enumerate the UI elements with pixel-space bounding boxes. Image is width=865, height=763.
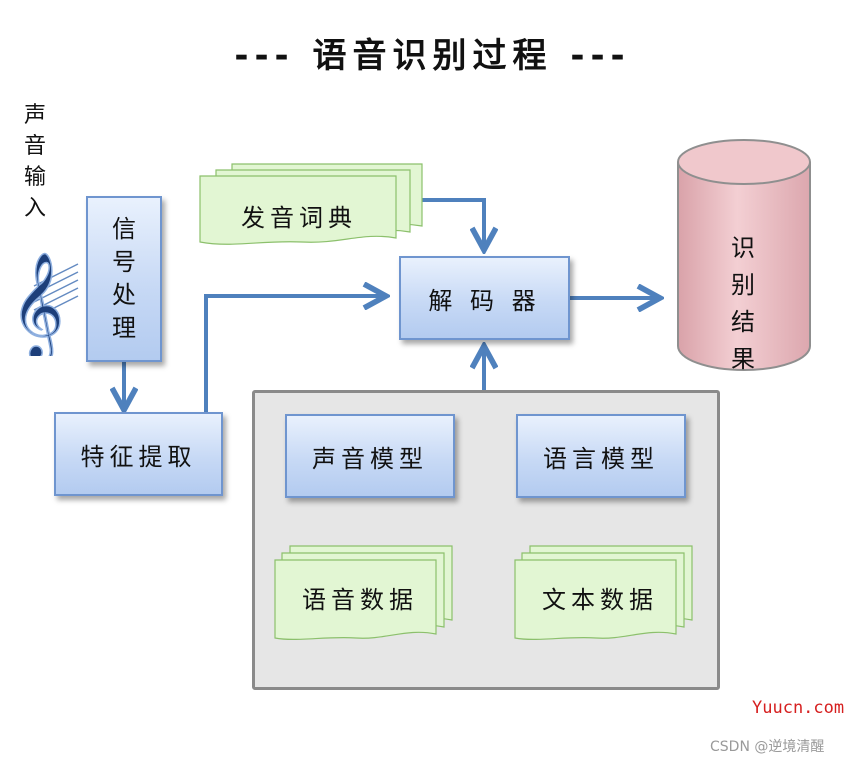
text-data-label: 文本数据 [542, 586, 658, 614]
svg-text:𝄞: 𝄞 [10, 251, 64, 356]
recognition-result-char: 别 [731, 271, 755, 299]
acoustic-model-box: 声音模型 [285, 414, 455, 498]
signal-processing-char: 号 [112, 248, 136, 276]
language-model-label: 语言模型 [543, 444, 659, 473]
arrow-feature-to-decoder [204, 296, 384, 412]
signal-processing-char: 处 [112, 281, 136, 309]
signal-processing-char: 理 [112, 314, 136, 342]
author-watermark: CSDN @逆境清醒 [710, 739, 825, 755]
signal-processing-char: 信 [112, 215, 136, 243]
pronunciation-dictionary-document [199, 163, 423, 245]
sound-input-char: 声 [23, 103, 46, 128]
arrow-dictionary-to-decoder [421, 198, 484, 248]
treble-clef-icon: 𝄞 [9, 250, 79, 356]
recognition-result-label: 识 别 结 果 [676, 230, 810, 378]
acoustic-model-label: 声音模型 [312, 444, 428, 473]
speech-data-document [274, 545, 453, 640]
sound-input-label: 声 音 输 入 [20, 100, 50, 224]
feature-extraction-label: 特征提取 [80, 442, 197, 471]
diagram-title: --- 语音识别过程 --- [234, 36, 631, 76]
text-data-document [514, 545, 693, 640]
recognition-result-char: 结 [731, 308, 755, 336]
pronunciation-dictionary-label: 发音词典 [241, 204, 357, 232]
recognition-result-char: 果 [731, 345, 755, 373]
recognition-result-char: 识 [731, 234, 755, 262]
decoder-box: 解 码 器 [399, 256, 570, 340]
language-model-box: 语言模型 [516, 414, 686, 498]
sound-input-char: 入 [23, 196, 46, 221]
sound-input-char: 音 [23, 134, 46, 159]
speech-data-label: 语音数据 [302, 586, 418, 614]
sound-input-char: 输 [23, 165, 46, 190]
feature-extraction-box: 特征提取 [54, 412, 223, 496]
site-watermark: Yuucn.com [752, 698, 845, 718]
signal-processing-box: 信 号 处 理 [86, 196, 162, 362]
decoder-label: 解 码 器 [428, 286, 541, 315]
recognition-result-cylinder [677, 139, 811, 371]
